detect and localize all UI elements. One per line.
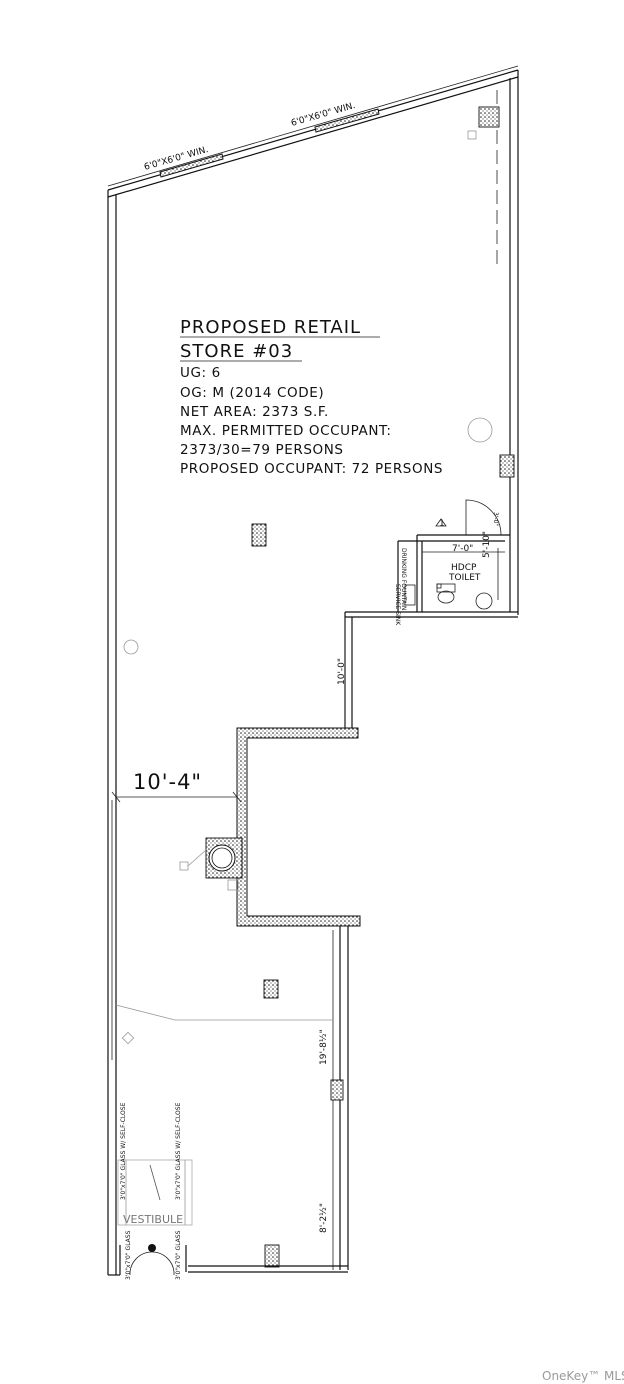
column-bottom bbox=[264, 1244, 280, 1268]
window-2 bbox=[314, 108, 380, 133]
dim-offset: 10'-0" bbox=[337, 658, 347, 685]
vest-note-1: 3'0"x7'0" GLASS W/ SELF-CLOSE bbox=[120, 1102, 127, 1200]
column-center-lower bbox=[263, 979, 279, 999]
panel-marker bbox=[467, 130, 477, 140]
glass-label-2: 3'0"x7'0" GLASS bbox=[175, 1230, 182, 1280]
column-pipe bbox=[179, 837, 243, 891]
column-right bbox=[499, 454, 515, 478]
service-sink-label: SERVICE SINK bbox=[394, 584, 401, 626]
reference-lines bbox=[115, 1004, 333, 1045]
toilet-label-2: TOILET bbox=[448, 573, 481, 583]
store-title-line1: PROPOSED RETAIL bbox=[180, 317, 361, 338]
dim-length-front: 19'-8½" bbox=[319, 1029, 329, 1065]
top-wall bbox=[107, 65, 519, 198]
info-line-2: OG: M (2014 CODE) bbox=[180, 385, 324, 401]
info-line-4: MAX. PERMITTED OCCUPANT: bbox=[180, 423, 392, 439]
left-wall bbox=[107, 190, 117, 1275]
dim-depth-toilet: 5'-10" bbox=[482, 531, 492, 558]
watermark: OneKey™ MLS bbox=[542, 1369, 624, 1383]
info-line-6: PROPOSED OCCUPANT: 72 PERSONS bbox=[180, 461, 443, 477]
vestibule-label: VESTIBULE bbox=[123, 1213, 183, 1226]
door-tag: 1 bbox=[439, 519, 445, 529]
right-wall bbox=[496, 70, 519, 615]
dim-width-main: 10'-4" bbox=[133, 770, 202, 794]
dim-width-upper: 7'-0" bbox=[452, 544, 473, 554]
toilet-label-1: HDCP bbox=[451, 563, 477, 573]
store-title-line2: STORE #03 bbox=[180, 341, 293, 362]
column-top-right bbox=[478, 106, 500, 128]
bottom-wall bbox=[108, 1265, 348, 1276]
toilet-room bbox=[345, 499, 518, 618]
fixture-circle-left bbox=[123, 639, 139, 655]
info-line-5: 2373/30=79 PERSONS bbox=[180, 442, 344, 458]
store-info: PROPOSED RETAIL STORE #03 UG: 6 OG: M (2… bbox=[180, 317, 443, 477]
lower-right-wall bbox=[330, 926, 349, 1270]
door-note: 3'-0" bbox=[492, 512, 499, 526]
vestibule bbox=[117, 1159, 193, 1276]
dim-length-vestibule: 8'-2½" bbox=[319, 1203, 329, 1233]
fixture-circle-right bbox=[467, 417, 493, 443]
column-center-upper bbox=[251, 523, 267, 547]
dim-main-line bbox=[111, 791, 242, 803]
stepped-wall bbox=[236, 612, 361, 927]
fountain-label: DRINKING FOUNTAIN bbox=[400, 548, 407, 610]
info-line-3: NET AREA: 2373 S.F. bbox=[180, 404, 329, 420]
vest-note-2: 3'0"x7'0" GLASS W/ SELF-CLOSE bbox=[175, 1102, 182, 1200]
window-1 bbox=[159, 153, 224, 178]
glass-label-1: 3'0"x7'0" GLASS bbox=[125, 1230, 132, 1280]
info-line-1: UG: 6 bbox=[180, 365, 221, 381]
